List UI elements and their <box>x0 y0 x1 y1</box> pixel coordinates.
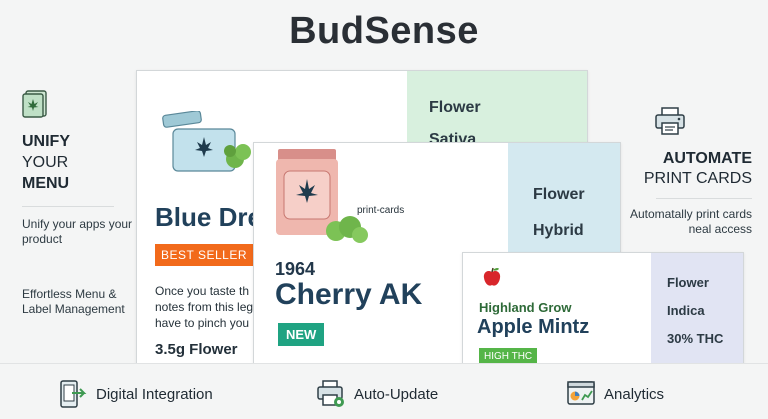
printer-gear-icon <box>317 380 344 407</box>
jar-icon <box>162 111 251 172</box>
automate-description: Automatally print cards neal access <box>629 207 752 236</box>
dashboard-chart-icon <box>567 381 595 405</box>
unify-description: Unify your apps your product <box>22 217 133 246</box>
product-description: Once you taste th notes from this leg ha… <box>155 284 254 330</box>
product-size: 3.5g Flower <box>155 341 238 358</box>
category-label: Flower <box>429 99 481 116</box>
category-label: Flower <box>533 186 585 203</box>
product-name: Apple Mintz <box>477 316 590 338</box>
bag-icon <box>276 149 368 243</box>
brand-title: BudSense <box>289 10 479 52</box>
brand-name: Highland Grow <box>479 300 572 315</box>
product-name: Cherry AK <box>275 278 423 311</box>
feature-label: Auto-Update <box>354 385 439 403</box>
feature-digital-integration[interactable]: Digital Integration <box>58 379 213 409</box>
product-name: Blue Dre <box>155 202 262 232</box>
tablet-sync-icon <box>60 380 87 408</box>
menu-card-icon <box>22 90 47 118</box>
divider <box>22 206 114 207</box>
divider <box>656 198 752 199</box>
automate-print-section: AUTOMATE PRINT CARDS Automatally print c… <box>628 106 752 237</box>
feature-label: Analytics <box>604 385 665 403</box>
thc-label: 30% THC <box>667 331 724 346</box>
feature-bar: Digital Integration Auto-Update Analytic… <box>0 363 768 419</box>
category-label: Flower <box>667 275 709 290</box>
printer-icon <box>655 107 685 135</box>
automate-heading: AUTOMATE <box>662 150 752 167</box>
unify-menu-section: UNIFY YOUR MENU Unify your apps your pro… <box>22 90 137 317</box>
print-cards-heading: PRINT CARDS <box>643 170 752 187</box>
high-thc-badge: HIGH THC <box>479 348 538 365</box>
unify-heading: UNIFY YOUR MENU <box>22 131 137 194</box>
apple-icon <box>483 267 501 286</box>
strain-type-label: Indica <box>667 303 705 318</box>
feature-auto-update[interactable]: Auto-Update <box>316 379 438 409</box>
new-badge: NEW <box>278 323 325 346</box>
product-card-apple-mintz[interactable]: Flower Indica 30% THC Highland Grow Appl… <box>462 252 744 382</box>
print-cards-floating-label: print-cards <box>357 205 405 216</box>
product-year: 1964 <box>275 259 316 279</box>
best-seller-badge: BEST SELLER <box>155 244 253 266</box>
feature-analytics[interactable]: Analytics <box>566 379 664 409</box>
menu-management-description: Effortless Menu & Label Management <box>22 287 125 316</box>
feature-label: Digital Integration <box>96 385 213 403</box>
card-side-panel: Flower Indica 30% THC <box>651 253 743 381</box>
strain-type-label: Hybrid <box>533 222 584 239</box>
unify-heading-line3: MENU <box>22 175 70 192</box>
unify-heading-line1: UNIFY <box>22 133 70 150</box>
unify-heading-line2: YOUR <box>22 154 69 171</box>
